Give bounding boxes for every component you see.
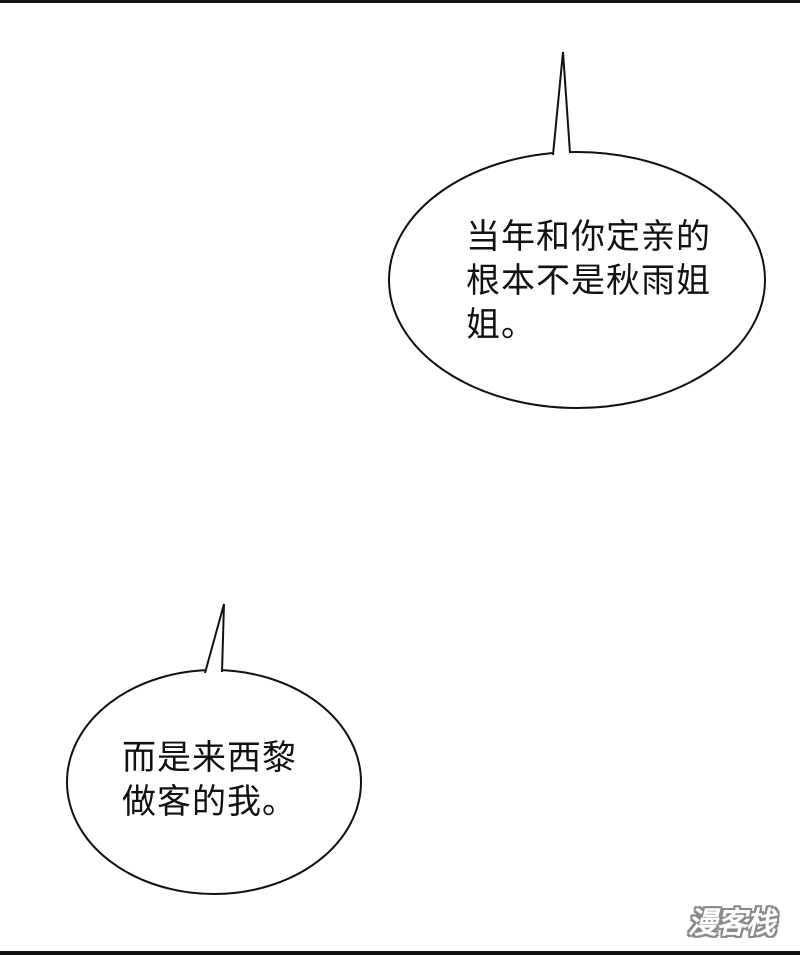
dialogue-line: 姐。 <box>466 305 536 345</box>
dialogue-line: 当年和你定亲的 <box>466 217 711 257</box>
speech-bubble-1 <box>388 51 766 409</box>
dialogue-line: 做客的我。 <box>122 782 297 822</box>
top-border <box>0 0 800 3</box>
speech-bubble-1-text: 当年和你定亲的 根本不是秋雨姐 姐。 <box>466 215 711 347</box>
bottom-border <box>0 951 800 955</box>
dialogue-line: 而是来西黎 <box>122 738 297 778</box>
speech-bubble-2 <box>66 603 362 895</box>
speech-bubble-2-text: 而是来西黎 做客的我。 <box>122 736 297 824</box>
watermark-logo: 漫客栈 <box>687 906 776 941</box>
dialogue-line: 根本不是秋雨姐 <box>466 261 711 301</box>
